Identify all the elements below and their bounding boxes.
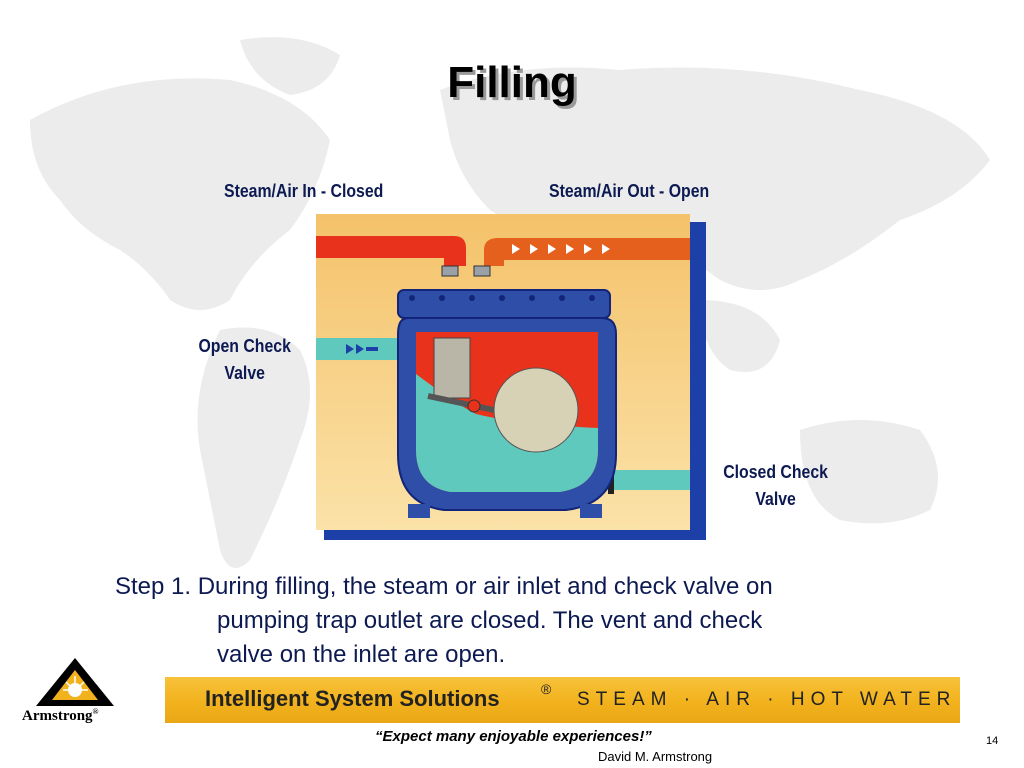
flow-arrows [512, 244, 610, 254]
step-description: Step 1. During filling, the steam or air… [115, 570, 935, 672]
armstrong-logo-text: Armstrong® [22, 707, 99, 725]
footer-quote: “Expect many enjoyable experiences!” [375, 728, 652, 745]
steam-in-label: Steam/Air In - Closed [224, 181, 384, 201]
banner: Intelligent System Solutions ® STEAM · A… [165, 677, 960, 723]
steam-in-pipe [316, 236, 466, 266]
closed-check-valve-label: Closed Check Valve [723, 462, 828, 509]
step-line-1: Step 1. During filling, the steam or air… [115, 573, 773, 600]
quote-pre: “Expect many [375, 728, 480, 745]
vessel [397, 289, 617, 518]
banner-main-text: Intelligent System Solutions [205, 686, 500, 711]
quote-strong: enjoyable experiences [479, 728, 640, 745]
inlet-arrows [346, 344, 378, 354]
quote-post: !” [639, 728, 652, 745]
pumping-trap-diagram [316, 214, 706, 540]
logo-registered: ® [92, 707, 99, 716]
armstrong-logo-icon [36, 658, 114, 706]
slide-title: Filling [447, 58, 577, 107]
banner-registered: ® [541, 681, 552, 697]
banner-tagline: STEAM · AIR · HOT WATER [577, 689, 957, 710]
open-check-valve-label: Open Check Valve [198, 336, 291, 383]
step-line-3: valve on the inlet are open. [217, 641, 506, 668]
steam-out-label: Steam/Air Out - Open [549, 181, 710, 201]
footer-author: David M. Armstrong [598, 749, 713, 764]
page-number: 14 [986, 735, 999, 747]
logo-name: Armstrong [22, 708, 93, 724]
step-line-2: pumping trap outlet are closed. The vent… [217, 607, 763, 634]
